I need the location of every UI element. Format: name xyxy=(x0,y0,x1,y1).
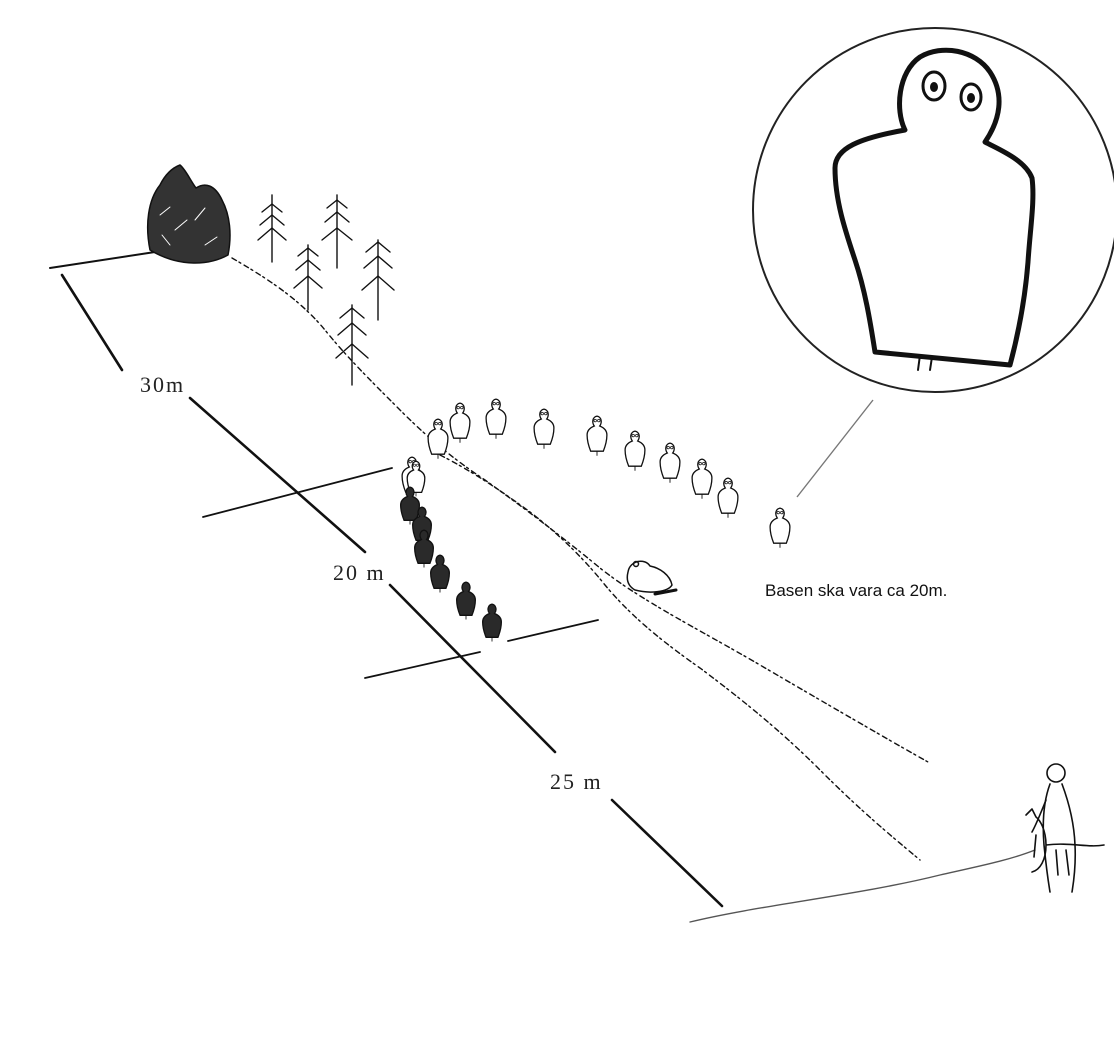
distance-label-25m: 25 m xyxy=(550,769,603,794)
distance-label-30m: 30m xyxy=(140,372,185,397)
base-distance-note: Basen ska vara ca 20m. xyxy=(765,581,947,600)
distance-label-20m: 20 m xyxy=(333,560,386,585)
